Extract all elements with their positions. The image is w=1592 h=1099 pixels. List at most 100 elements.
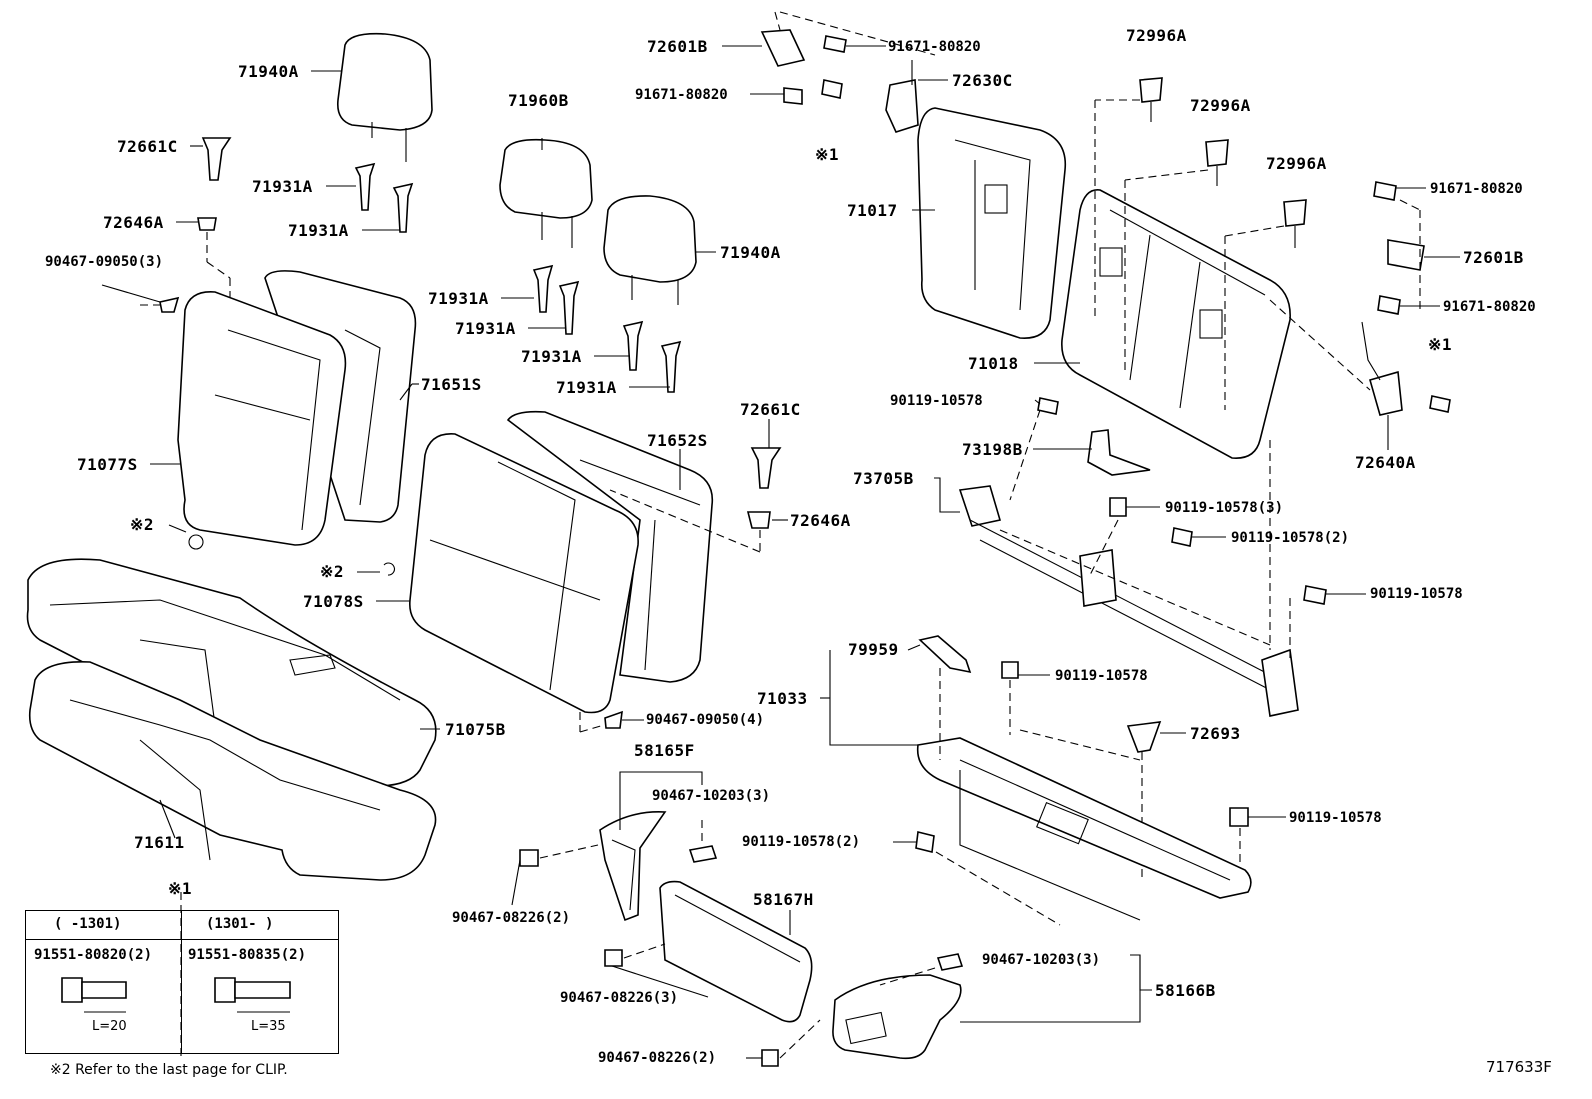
- table-col1-header: ( -1301): [54, 916, 122, 932]
- footnote: ※2 Refer to the last page for CLIP.: [50, 1062, 288, 1078]
- label-72996a-2: 72996A: [1190, 96, 1251, 115]
- label-90467-09050-4: 90467-09050(4): [646, 712, 765, 728]
- label-91671-80820-a: 91671-80820: [888, 39, 981, 55]
- table-ref-mark: ※1: [168, 879, 193, 898]
- bolt-90467-08226-c: [761, 1019, 821, 1067]
- clip-90467-09050-mid: [579, 710, 623, 733]
- label-90119-10578-d: 90119-10578: [1289, 810, 1382, 826]
- clip-72646a-mid: [609, 489, 771, 553]
- label-71931a-3: 71931A: [428, 289, 489, 308]
- label-72996a-3: 72996A: [1266, 154, 1327, 173]
- label-71017: 71017: [847, 201, 898, 220]
- table-col2-part: 91551-80835(2): [188, 947, 307, 963]
- label-91671-80820-c: 91671-80820: [1430, 181, 1523, 197]
- label-90467-08226-2b: 90467-08226(2): [598, 1050, 717, 1066]
- clip-90467-09050-left: [140, 296, 180, 313]
- rod-73705b: [958, 485, 1299, 717]
- label-90467-08226-3: 90467-08226(3): [560, 990, 679, 1006]
- bolt-91671-80820-b: [783, 87, 803, 105]
- label-58167h: 58167H: [753, 890, 814, 909]
- label-ref1-right: ※1: [1428, 335, 1453, 354]
- cover-72996a-2: [1205, 139, 1229, 186]
- clip-72646a-left: [197, 217, 231, 312]
- side-cover-58165f: [599, 811, 667, 922]
- label-90119-10578-2a: 90119-10578(2): [1231, 530, 1350, 546]
- pin-72661c-mid: [750, 447, 782, 489]
- label-90467-10203-3b: 90467-10203(3): [982, 952, 1101, 968]
- label-71931a-2: 71931A: [288, 221, 349, 240]
- label-71077s: 71077S: [77, 455, 138, 474]
- label-71611: 71611: [134, 833, 185, 852]
- label-90467-10203-3a: 90467-10203(3): [652, 788, 771, 804]
- leader-lines: [101, 45, 1460, 1059]
- hinge-72630c: [885, 60, 919, 133]
- seatback-frame-71017: [917, 107, 1067, 339]
- guide-71931a-mid: [532, 264, 682, 393]
- label-ref2-mid: ※2: [320, 562, 345, 581]
- bracket-72601b-right: [1387, 199, 1425, 310]
- label-ref2-left: ※2: [130, 515, 155, 534]
- headrest-71940a-top: [336, 32, 433, 162]
- label-79959: 79959: [848, 640, 899, 659]
- side-cover-58167h: [659, 880, 813, 1023]
- label-72661c-left: 72661C: [117, 137, 178, 156]
- label-90467-08226-2a: 90467-08226(2): [452, 910, 571, 926]
- label-90119-10578-c: 90119-10578: [1055, 668, 1148, 684]
- seat-frame-71611: [28, 661, 437, 881]
- seatback-frame-71018: [1061, 189, 1291, 459]
- label-90119-10578-b: 90119-10578: [1370, 586, 1463, 602]
- bolt-90119-10578-d: [1229, 807, 1249, 868]
- label-72646a-left: 72646A: [103, 213, 164, 232]
- label-73705b: 73705B: [853, 469, 914, 488]
- seatback-71652s: [506, 410, 714, 683]
- clip-90467-10203-a: [688, 820, 718, 863]
- bolt-90119-10578-2b: [915, 831, 1061, 926]
- bolt-90119-10578-3: [1089, 497, 1127, 576]
- label-71931a-6: 71931A: [556, 378, 617, 397]
- label-71652s: 71652S: [647, 431, 708, 450]
- bolt-90119-10578-a: [1009, 397, 1059, 501]
- label-71651s: 71651S: [421, 375, 482, 394]
- label-71931a-5: 71931A: [521, 347, 582, 366]
- figure-code: 717633F: [1486, 1058, 1552, 1076]
- headrest-71940a-mid: [603, 195, 697, 305]
- label-73198b: 73198B: [962, 440, 1023, 459]
- label-72693: 72693: [1190, 724, 1241, 743]
- bolt-90467-08226-b: [604, 943, 666, 967]
- bolt-91671-80820-a: [823, 35, 847, 53]
- label-72601b-top: 72601B: [647, 37, 708, 56]
- bolt-90119-10578-b: [1289, 585, 1327, 660]
- guide-71931a-left-pair: [354, 162, 414, 233]
- label-72630c: 72630C: [952, 71, 1013, 90]
- bolt-90119-10578-c: [1001, 661, 1019, 735]
- label-71075b: 71075B: [445, 720, 506, 739]
- label-72661c-mid: 72661C: [740, 400, 801, 419]
- table-col2-length: L=35: [251, 1019, 286, 1034]
- seat-frame-71033: [916, 737, 1252, 921]
- bracket-73198b: [1087, 429, 1151, 476]
- label-58165f: 58165F: [634, 741, 695, 760]
- clip-ref2-left: [188, 534, 204, 550]
- label-90119-10578-3: 90119-10578(3): [1165, 500, 1284, 516]
- bolt-ref1-right: [1429, 395, 1451, 413]
- table-col2-header: (1301- ): [206, 916, 274, 932]
- label-91671-80820-d: 91671-80820: [1443, 299, 1536, 315]
- bolt-variant-table: ( -1301) (1301- ) 91551-80820(2) 91551-8…: [25, 910, 339, 1054]
- bracket-72601b-top: [760, 11, 936, 67]
- label-72646a-mid: 72646A: [790, 511, 851, 530]
- label-72601b-right: 72601B: [1463, 248, 1524, 267]
- bolt-90467-08226-a: [519, 844, 599, 867]
- bolt-91671-80820-d: [1377, 295, 1401, 315]
- seatback-cover-71078s: [408, 433, 639, 714]
- label-58166b: 58166B: [1155, 981, 1216, 1000]
- clip-90467-10203-b: [879, 953, 964, 986]
- label-90467-09050-3: 90467-09050(3): [45, 254, 164, 270]
- label-71033: 71033: [757, 689, 808, 708]
- label-71078s: 71078S: [303, 592, 364, 611]
- bolt-ref1-top: [821, 79, 843, 99]
- label-91671-80820-b: 91671-80820: [635, 87, 728, 103]
- seatback-cover-71077s: [177, 291, 347, 546]
- cover-72996a-1: [1139, 77, 1163, 122]
- headrest-71960b: [499, 138, 593, 248]
